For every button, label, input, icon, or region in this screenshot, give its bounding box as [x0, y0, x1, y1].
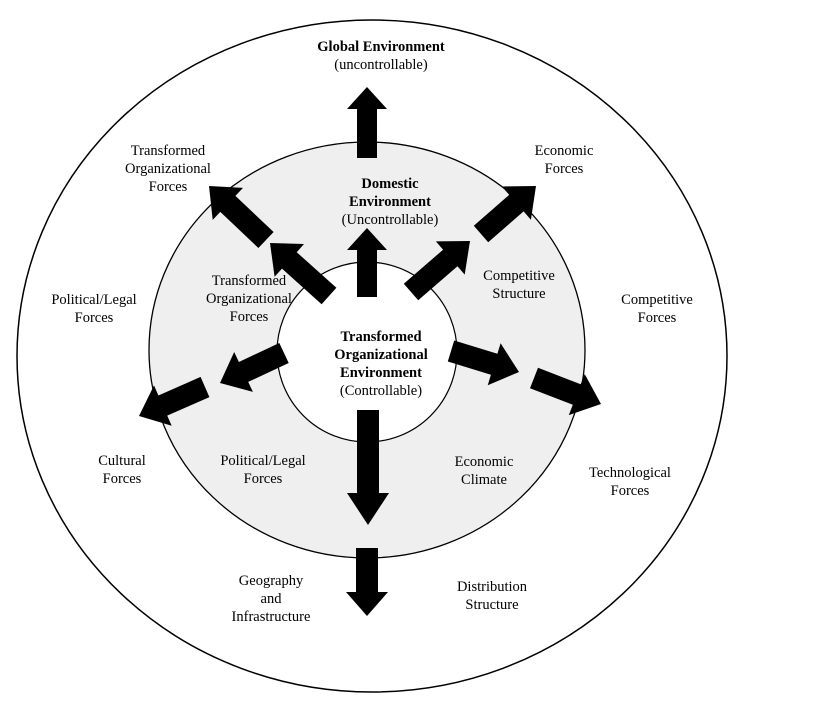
- force-label-line: Forces: [102, 471, 142, 487]
- force-label-line: Forces: [229, 309, 269, 325]
- domestic-force-political-legal: Political/Legal Forces: [220, 452, 305, 488]
- domestic-title-line: Domestic: [361, 176, 419, 192]
- force-label-line: Competitive: [483, 268, 555, 284]
- force-label-line: Economic: [454, 454, 514, 470]
- force-label-line: Infrastructure: [231, 609, 311, 625]
- arrow-right-inner-icon: [447, 340, 519, 386]
- arrow-up-outer-icon: [347, 87, 387, 158]
- force-label-line: Forces: [637, 310, 677, 326]
- force-label-line: Competitive: [621, 292, 693, 308]
- arrow-up-left-inner-icon: [270, 243, 337, 305]
- domestic-force-economic-climate: Economic Climate: [455, 453, 514, 489]
- force-label-line: Organizational: [206, 291, 292, 307]
- force-label-line: Structure: [465, 597, 519, 613]
- force-label-line: Geography: [238, 573, 304, 589]
- domestic-force-competitive-structure: Competitive Structure: [483, 267, 555, 303]
- global-force-cultural: Cultural Forces: [98, 452, 146, 488]
- domestic-force-transformed-organizational: Transformed Organizational Forces: [206, 272, 292, 326]
- force-label-line: Forces: [243, 471, 283, 487]
- force-label-line: and: [260, 591, 282, 607]
- domestic-environment-subtitle: (Uncontrollable): [341, 212, 439, 228]
- arrow-up-left-outer-icon: [209, 186, 274, 248]
- inner-title-line: Transformed: [340, 329, 422, 345]
- force-label-line: Forces: [544, 161, 584, 177]
- force-label-line: Forces: [148, 179, 188, 195]
- force-label-line: Cultural: [98, 453, 146, 469]
- arrow-up-inner-icon: [347, 228, 387, 297]
- force-label-line: Forces: [610, 483, 650, 499]
- global-force-geography-infrastructure: Geography and Infrastructure: [232, 572, 311, 626]
- arrow-up-right-inner-icon: [403, 241, 470, 301]
- force-label-line: Political/Legal: [220, 453, 306, 469]
- global-environment-label: Global Environment (uncontrollable): [317, 38, 444, 74]
- force-label-line: Transformed: [211, 273, 287, 289]
- force-label-line: Organizational: [125, 161, 211, 177]
- force-label-line: Transformed: [130, 143, 206, 159]
- domestic-environment-label: Domestic Environment (Uncontrollable): [342, 175, 439, 229]
- inner-title-line: Organizational: [334, 347, 428, 363]
- global-force-competitive: Competitive Forces: [621, 291, 693, 327]
- global-environment-title: Global Environment: [317, 39, 445, 55]
- global-force-technological: Technological Forces: [589, 464, 671, 500]
- arrow-left-outer-icon: [139, 376, 210, 426]
- global-force-distribution-structure: Distribution Structure: [457, 578, 527, 614]
- domestic-title-line: Environment: [349, 194, 431, 210]
- force-label-line: Forces: [74, 310, 114, 326]
- global-force-political-legal: Political/Legal Forces: [51, 291, 136, 327]
- force-label-line: Economic: [534, 143, 594, 159]
- transformed-environment-label: Transformed Organizational Environment (…: [334, 328, 427, 400]
- arrow-up-right-outer-icon: [473, 186, 536, 243]
- force-label-line: Distribution: [456, 579, 528, 595]
- arrow-down-inner-icon: [347, 410, 389, 525]
- force-label-line: Climate: [461, 472, 507, 488]
- arrow-down-outer-icon: [346, 548, 388, 616]
- global-force-economic: Economic Forces: [535, 142, 594, 178]
- arrow-right-outer-icon: [530, 367, 601, 416]
- inner-title-line: Environment: [340, 365, 422, 381]
- force-label-line: Political/Legal: [51, 292, 137, 308]
- force-label-line: Technological: [589, 465, 671, 481]
- global-environment-subtitle: (uncontrollable): [334, 57, 428, 73]
- arrow-left-inner-icon: [220, 343, 289, 392]
- global-force-transformed-organizational: Transformed Organizational Forces: [125, 142, 211, 196]
- transformed-environment-subtitle: (Controllable): [339, 383, 423, 399]
- force-label-line: Structure: [492, 286, 546, 302]
